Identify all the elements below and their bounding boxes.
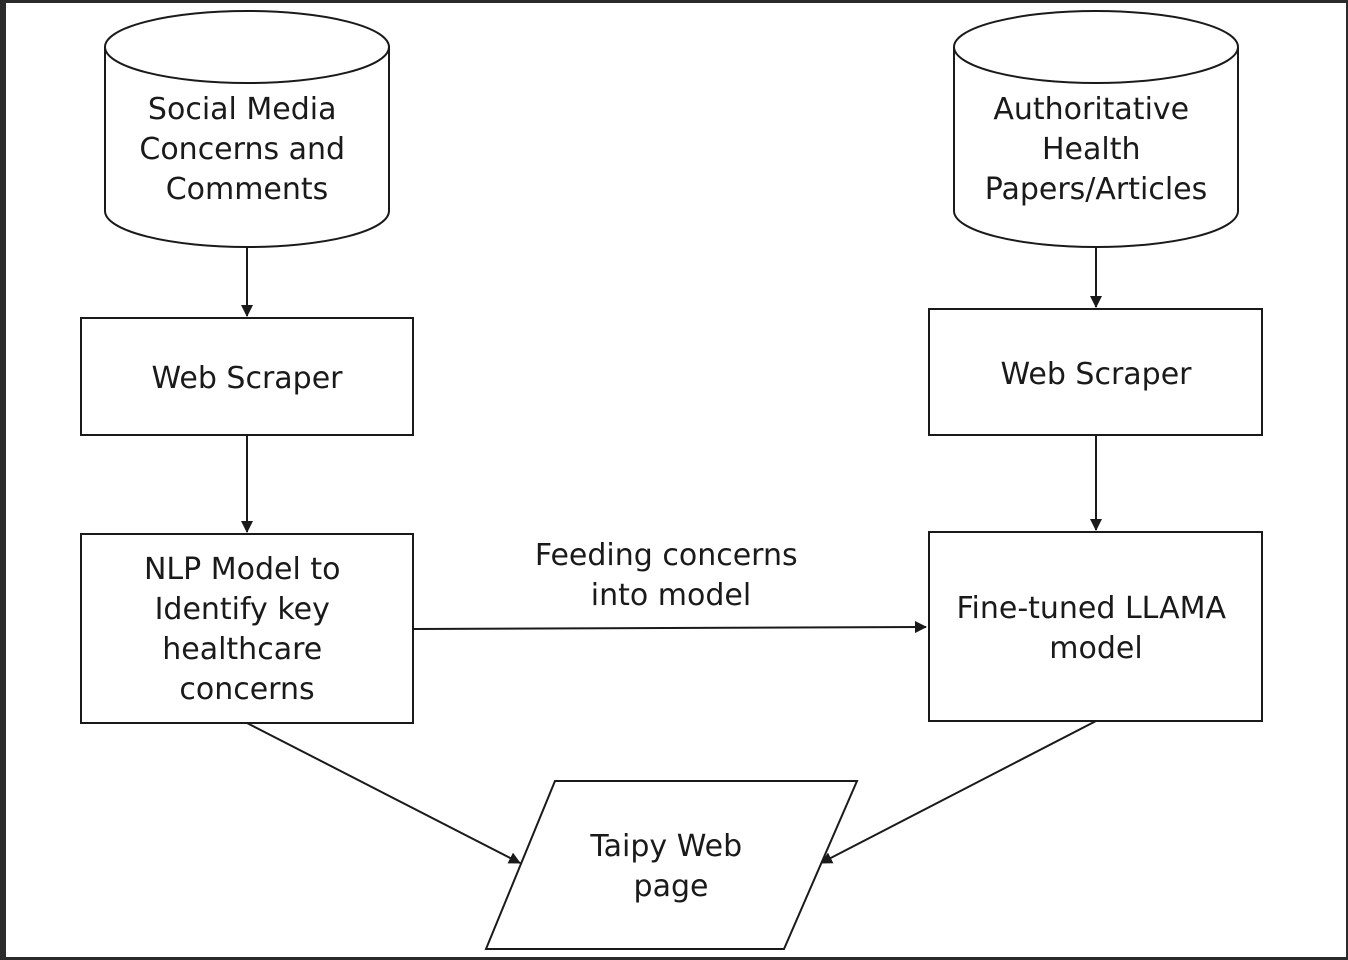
- node-label-line: Fine-tuned LLAMA: [956, 591, 1226, 626]
- node-taipy-web-page: Taipy Web page: [484, 780, 859, 950]
- flowchart: Feeding concerns into model Social Media…: [80, 10, 1263, 950]
- node-label-line: healthcare: [162, 632, 322, 667]
- node-label: Web Scraper: [1000, 357, 1192, 392]
- node-label-line: Authoritative: [993, 92, 1189, 127]
- node-label-line: Taipy Web: [589, 829, 742, 864]
- edge-label-feeding-concerns: Feeding concerns into model: [535, 538, 807, 613]
- node-web-scraper-left: Web Scraper: [80, 317, 414, 436]
- node-label-line: Social Media: [148, 92, 337, 127]
- node-label-line: model: [1049, 631, 1142, 666]
- node-label: Web Scraper: [151, 361, 343, 396]
- node-label-line: Web Scraper: [1000, 357, 1192, 392]
- node-web-scraper-right: Web Scraper: [928, 308, 1263, 436]
- edge-label-line: into model: [591, 578, 751, 613]
- node-social-media-db: Social Media Concerns and Comments: [104, 10, 390, 248]
- node-nlp-model: NLP Model to Identify key healthcare con…: [80, 533, 414, 724]
- edge-label-line: Feeding concerns: [535, 538, 798, 573]
- node-label-line: Web Scraper: [151, 361, 343, 396]
- node-label-line: page: [634, 869, 709, 904]
- edge-nlp-to-taipy: [246, 722, 521, 864]
- node-health-papers-db: Authoritative Health Papers/Articles: [953, 10, 1239, 248]
- node-label: Taipy Web page: [589, 829, 751, 904]
- edge-nlp-to-llama: [413, 621, 927, 634]
- node-label-line: Concerns and: [139, 132, 345, 167]
- node-label-line: concerns: [179, 672, 314, 707]
- edge-llama-to-taipy: [820, 720, 1097, 864]
- edges-layer: Feeding concerns into model: [241, 247, 1102, 864]
- node-label-line: Comments: [166, 172, 329, 207]
- node-label-line: Identify key: [155, 592, 330, 627]
- node-label: NLP Model to Identify key healthcare con…: [144, 552, 350, 707]
- node-label-line: Papers/Articles: [985, 172, 1208, 207]
- node-llama-model: Fine-tuned LLAMA model: [928, 531, 1263, 722]
- node-label-line: NLP Model to: [144, 552, 341, 587]
- node-label-line: Health: [1042, 132, 1141, 167]
- node-label: Social Media Concerns and Comments: [139, 92, 354, 207]
- node-label: Authoritative Health Papers/Articles: [985, 92, 1208, 207]
- node-label: Fine-tuned LLAMA model: [956, 591, 1235, 666]
- diagram-canvas: Feeding concerns into model Social Media…: [6, 3, 1346, 957]
